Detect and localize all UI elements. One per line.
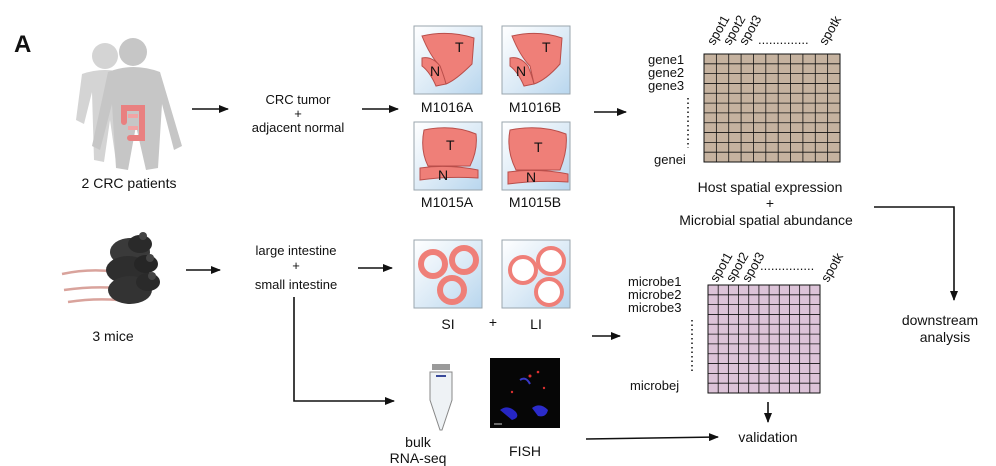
host-row-label-2: gene2 [648, 65, 684, 80]
mouse-caption: 3 mice [92, 328, 133, 344]
slide-m1016a-tumor-mark: T [455, 39, 464, 55]
slide-si-label: SI [441, 316, 454, 332]
slide-li-label: LI [530, 316, 542, 332]
downstream-line1: downstream [902, 312, 978, 328]
human-sample-line2: adjacent normal [252, 120, 345, 135]
integration-plus: + [766, 195, 774, 211]
human-sample-plus: + [294, 106, 302, 121]
microbe-col-last: spotk [818, 250, 847, 285]
microbe-matrix: spot1 spot2 spot3 ............... spotk … [628, 249, 847, 394]
mouse-sample-plus: + [292, 258, 300, 273]
microbe-row-label-3: microbe3 [628, 300, 681, 315]
arrow-to-downstream [874, 206, 958, 301]
host-row-label-3: gene3 [648, 78, 684, 93]
slide-si [413, 239, 483, 309]
slide-m1015b: T N [501, 121, 571, 191]
host-row-last: genei [654, 152, 686, 167]
slide-m1016b: T N [501, 25, 571, 95]
host-col-last: spotk [816, 13, 845, 48]
microbe-col-dots: ............... [760, 258, 814, 273]
integration-line2: Microbial spatial abundance [679, 212, 853, 228]
host-matrix-fill [703, 53, 841, 163]
human-sample-line1: CRC tumor [265, 92, 331, 107]
test-tube-icon [429, 364, 453, 431]
host-matrix: spot1 spot2 spot3 .............. spotk g… [648, 12, 844, 167]
downstream-line2: analysis [920, 329, 971, 345]
slide-m1016a-label: M1016A [421, 99, 474, 115]
microbe-row-last: microbej [630, 378, 679, 393]
slide-m1015a-normal-mark: N [438, 167, 448, 183]
microbe-row-label-1: microbe1 [628, 274, 681, 289]
slide-si-li-plus: + [489, 314, 497, 330]
microbe-matrix-fill [707, 284, 821, 394]
host-matrix-grid [704, 54, 840, 162]
arrow-to-bulk-rnaseq [293, 297, 395, 405]
mice-icon [61, 232, 160, 304]
integration-line1: Host spatial expression [698, 179, 843, 195]
microbe-row-label-2: microbe2 [628, 287, 681, 302]
human-silhouettes-icon [76, 38, 182, 170]
host-col-dots: .............. [758, 32, 809, 47]
mouse-sample-line2: small intestine [255, 277, 337, 292]
slide-m1016a-normal-mark: N [430, 63, 440, 79]
mouse-sample-line1: large intestine [256, 243, 337, 258]
slide-m1015b-label: M1015B [509, 194, 561, 210]
arrow-fish-to-validation [585, 433, 719, 442]
slide-m1016b-label: M1016B [509, 99, 561, 115]
slide-m1015b-tumor-mark: T [534, 139, 543, 155]
panel-label: A [14, 31, 31, 58]
slide-m1015a: T N [413, 121, 483, 191]
host-row-label-1: gene1 [648, 52, 684, 67]
bulk-label-2: RNA-seq [390, 450, 447, 466]
slide-m1016b-normal-mark: N [516, 63, 526, 79]
slide-m1015b-normal-mark: N [526, 169, 536, 185]
microbe-matrix-grid [708, 285, 820, 393]
slide-m1015a-tumor-mark: T [446, 137, 455, 153]
fish-image [490, 358, 560, 428]
bulk-label-1: bulk [405, 434, 432, 450]
slide-m1016b-tumor-mark: T [542, 39, 551, 55]
slide-m1016a: T N [413, 25, 483, 95]
slide-m1015a-label: M1015A [421, 194, 474, 210]
slide-li [501, 239, 571, 309]
fish-label: FISH [509, 443, 541, 459]
human-caption: 2 CRC patients [82, 175, 177, 191]
validation-label: validation [738, 429, 797, 445]
